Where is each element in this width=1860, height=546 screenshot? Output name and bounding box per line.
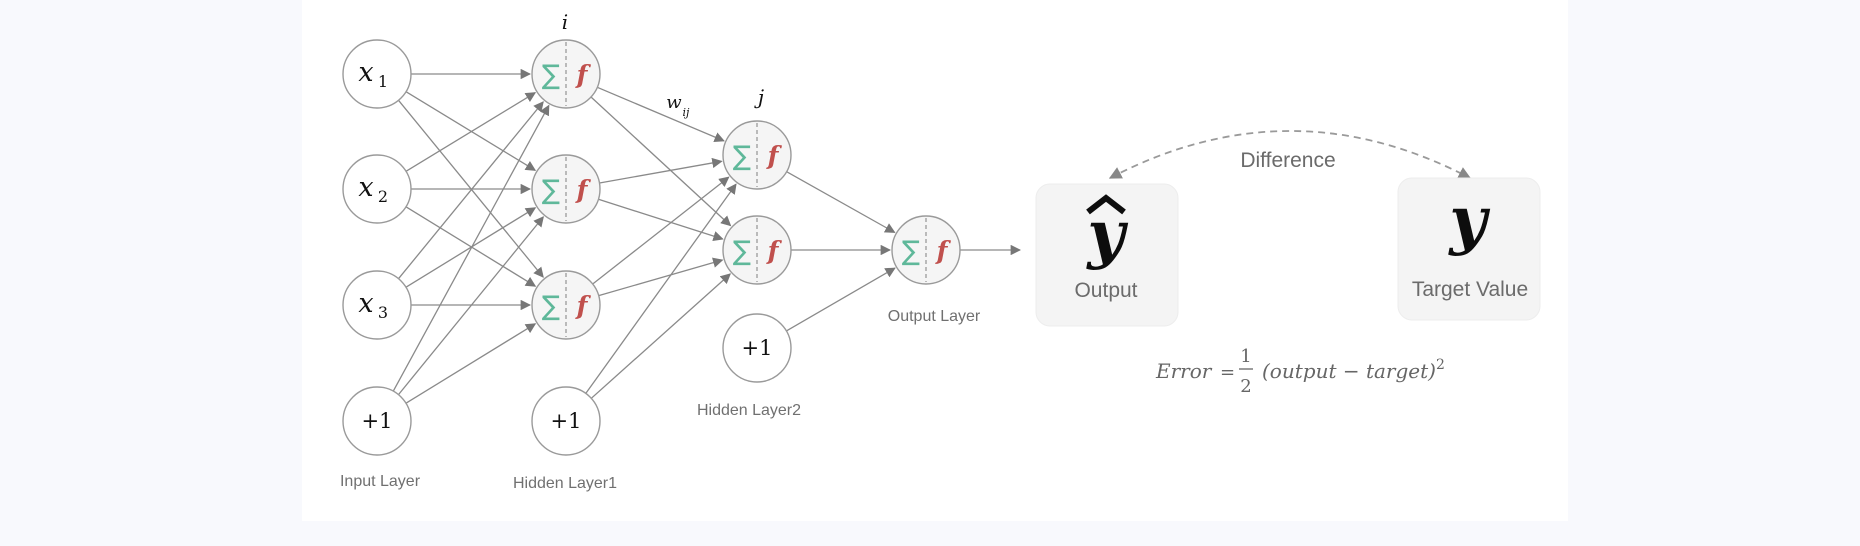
output-neuron: ∑ f — [891, 215, 961, 285]
input-bias-node: +1 — [342, 386, 412, 456]
edge-hidden2-3-to-output — [786, 267, 896, 332]
connection-edges — [392, 68, 896, 404]
input-subscript: 1 — [378, 72, 388, 91]
edge-hidden2-1-to-output — [786, 171, 896, 233]
edge-input-1-to-hidden1-2 — [405, 91, 537, 171]
hat-icon — [1086, 194, 1126, 215]
edge-hidden1-1-to-hidden2-1 — [597, 86, 725, 143]
activation-symbol: f — [575, 291, 592, 320]
edge-hidden1-1-to-hidden2-2 — [590, 96, 732, 227]
input-layer: x 1 x 2 x 3 +1 Input Layer — [340, 39, 421, 490]
weight-label: w ij — [666, 92, 690, 119]
input-symbol: x — [358, 172, 373, 203]
edge-input-2-to-hidden1-3 — [405, 206, 537, 287]
input-subscript: 3 — [378, 303, 388, 322]
target-box: y Target Value — [1397, 177, 1541, 321]
output-box: y Output — [1035, 183, 1179, 327]
sum-symbol: ∑ — [733, 236, 751, 267]
hidden2-layer-label: Hidden Layer2 — [697, 402, 801, 419]
error-exponent: 2 — [1436, 357, 1445, 373]
hidden2-index-label: j — [754, 85, 764, 109]
sum-symbol: ∑ — [542, 291, 560, 322]
y-symbol: y — [1447, 183, 1490, 258]
activation-symbol: f — [766, 236, 783, 265]
output-layer: ∑ f Output Layer — [888, 215, 981, 325]
input-node-x1: x 1 — [342, 39, 412, 109]
weight-symbol: w — [666, 92, 682, 113]
output-layer-label: Output Layer — [888, 308, 981, 325]
hidden1-bias-node: +1 — [531, 386, 601, 456]
difference-arc — [1108, 130, 1472, 179]
edge-input-4-to-hidden1-1 — [392, 104, 550, 392]
input-node-x2: x 2 — [342, 154, 412, 224]
hidden2-neuron-1: ∑ f — [722, 120, 792, 190]
edge-hidden1-4-to-hidden2-2 — [590, 273, 731, 399]
edge-input-3-to-hidden1-1 — [397, 101, 544, 280]
output-box-label: Output — [1074, 279, 1137, 302]
sum-symbol: ∑ — [542, 175, 560, 206]
hidden-layer-2: j ∑ f ∑ f +1 Hidden Layer2 — [697, 85, 801, 419]
error-numerator: 1 — [1240, 346, 1251, 367]
error-lhs: Error — [1155, 359, 1213, 383]
input-layer-label: Input Layer — [340, 473, 421, 490]
edge-hidden1-3-to-hidden2-2 — [598, 257, 724, 297]
hidden1-neuron-1: ∑ f — [531, 39, 601, 109]
edge-input-2-to-hidden1-1 — [405, 92, 537, 172]
bias-label: +1 — [551, 409, 582, 433]
edge-hidden1-3-to-hidden2-1 — [592, 176, 730, 285]
difference-label: Difference — [1240, 149, 1335, 172]
bias-label: +1 — [742, 336, 773, 360]
target-box-label: Target Value — [1412, 278, 1528, 301]
hidden2-neuron-2: ∑ f — [722, 215, 792, 285]
input-symbol: x — [358, 57, 373, 88]
error-body: (output − target) — [1262, 359, 1436, 383]
input-node-x3: x 3 — [342, 270, 412, 340]
error-denominator: 2 — [1240, 376, 1251, 397]
activation-symbol: f — [575, 60, 592, 89]
hidden1-neuron-3: ∑ f — [531, 270, 601, 340]
sum-symbol: ∑ — [733, 141, 751, 172]
edge-input-4-to-hidden1-2 — [397, 216, 544, 396]
hidden1-neuron-2: ∑ f — [531, 154, 601, 224]
hidden1-layer-label: Hidden Layer1 — [513, 475, 617, 492]
weight-subscript: ij — [683, 106, 691, 119]
error-equals: = — [1220, 362, 1235, 383]
sum-symbol: ∑ — [902, 236, 920, 267]
edge-input-4-to-hidden1-3 — [405, 323, 537, 404]
sum-symbol: ∑ — [542, 60, 560, 91]
edge-hidden1-4-to-hidden2-1 — [585, 183, 737, 394]
hidden1-index-label: i — [562, 10, 568, 34]
input-symbol: x — [358, 288, 373, 319]
hidden-layer-1: i ∑ f ∑ f ∑ f +1 Hidden Layer1 — [513, 10, 617, 492]
edge-hidden1-2-to-hidden2-1 — [599, 157, 723, 184]
hidden2-bias-node: +1 — [722, 313, 792, 383]
error-equation: Error = 1 2 (output − target) 2 — [1155, 346, 1445, 397]
edge-input-3-to-hidden1-2 — [405, 207, 537, 288]
input-subscript: 2 — [378, 187, 388, 206]
activation-symbol: f — [935, 236, 952, 265]
bias-label: +1 — [362, 409, 393, 433]
activation-symbol: f — [766, 141, 783, 170]
activation-symbol: f — [575, 175, 592, 204]
